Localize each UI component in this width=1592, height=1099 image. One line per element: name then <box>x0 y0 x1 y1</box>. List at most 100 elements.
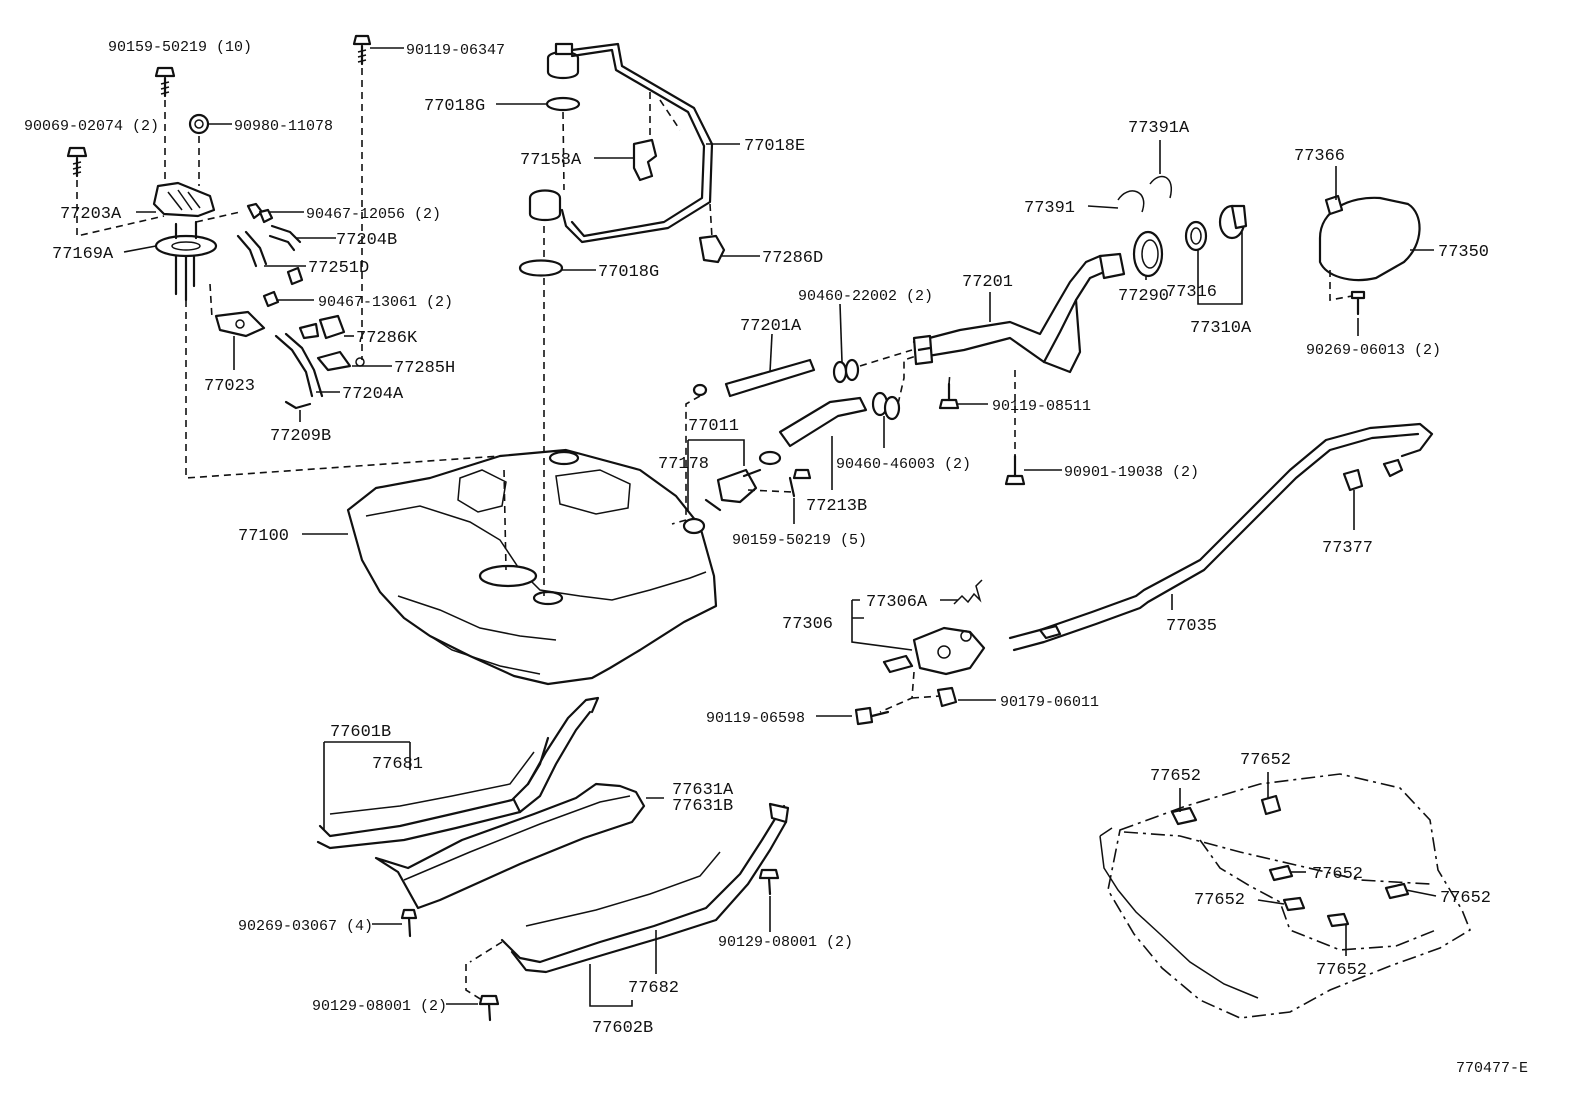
clamp-90460-22002 <box>832 358 860 384</box>
label-90129-08001-left: 90129-08001 (2) <box>312 998 447 1015</box>
label-77158a: 77158A <box>520 151 582 170</box>
label-77286k: 77286K <box>356 329 418 348</box>
fuel-pump-gauge-assembly <box>152 181 218 302</box>
label-77011: 77011 <box>688 417 739 436</box>
label-77602b: 77602B <box>592 1019 653 1038</box>
hose-77251d <box>236 230 268 268</box>
label-77018g-mid: 77018G <box>598 263 659 282</box>
label-90159-50219-10: 90159-50219 (10) <box>108 39 252 56</box>
valve-77011 <box>682 383 782 535</box>
figure-code: 770477-E <box>1456 1060 1528 1077</box>
hose-77204a <box>274 332 324 398</box>
label-77681: 77681 <box>372 755 423 774</box>
leader-lines <box>123 47 1437 1007</box>
valve-upper <box>528 189 562 222</box>
tank-with-pads <box>1099 773 1471 1019</box>
gasket-77018g-mid <box>518 259 564 277</box>
label-77631b: 77631B <box>672 797 733 816</box>
label-77391a: 77391A <box>1128 119 1190 138</box>
fuel-lid-77350 <box>1318 194 1421 282</box>
gasket-77290 <box>1132 230 1164 278</box>
snap-ring-77391 <box>1117 175 1173 213</box>
label-77306a: 77306A <box>866 593 928 612</box>
label-77204b: 77204B <box>336 231 397 250</box>
screw-90269-06013 <box>1350 290 1366 316</box>
label-77286d: 77286D <box>762 249 823 268</box>
label-90460-46003: 90460-46003 (2) <box>836 456 971 473</box>
cap-top <box>546 42 580 80</box>
clip-90179-06011 <box>936 686 958 708</box>
screw-90159 <box>154 66 176 98</box>
label-77201a: 77201A <box>740 317 802 336</box>
label-77377: 77377 <box>1322 539 1373 558</box>
gasket-77018g-top <box>545 96 581 112</box>
label-90179-06011: 90179-06011 <box>1000 694 1099 711</box>
label-77018g-top: 77018G <box>424 97 485 116</box>
hose-77201a <box>724 358 816 398</box>
spring-77306a <box>953 579 983 605</box>
label-77100: 77100 <box>238 527 289 546</box>
bolt-90129-08001-left <box>478 994 500 1022</box>
phantom-links <box>76 68 1353 1001</box>
label-90119-06598: 90119-06598 <box>706 710 805 727</box>
label-77652-d: 77652 <box>1194 891 1245 910</box>
label-90460-22002: 90460-22002 (2) <box>798 288 933 305</box>
clamp-77286d <box>698 234 726 264</box>
bolt-90269-03067 <box>400 908 418 938</box>
filler-pipe-77201 <box>912 252 1126 374</box>
label-90269-03067: 90269-03067 (4) <box>238 918 373 935</box>
label-77023: 77023 <box>204 377 255 396</box>
label-77652-b: 77652 <box>1240 751 1291 770</box>
label-77203a: 77203A <box>60 205 122 224</box>
label-90467-12056: 90467-12056 (2) <box>306 206 441 223</box>
label-77391: 77391 <box>1024 199 1075 218</box>
label-77178: 77178 <box>658 455 709 474</box>
bolt-90119-06598 <box>854 706 890 726</box>
label-77652-c: 77652 <box>1312 865 1363 884</box>
label-77018e: 77018E <box>744 137 805 156</box>
cable-77035 <box>1008 422 1434 640</box>
strap-77601b <box>316 696 600 850</box>
clip-90467-12056 <box>246 202 274 224</box>
label-90901-19038: 90901-19038 (2) <box>1064 464 1199 481</box>
label-77682: 77682 <box>628 979 679 998</box>
fuel-tank-77100 <box>346 448 718 686</box>
label-77285h: 77285H <box>394 359 455 378</box>
protector-77631 <box>374 782 646 910</box>
label-77201: 77201 <box>962 273 1013 292</box>
clip-77158a <box>632 138 658 182</box>
label-77631a: 77631A <box>672 781 734 800</box>
label-90467-13061: 90467-13061 (2) <box>318 294 453 311</box>
label-77601b: 77601B <box>330 723 391 742</box>
label-77035: 77035 <box>1166 617 1217 636</box>
clamp-77286k <box>298 314 346 340</box>
label-90980-11078: 90980-11078 <box>234 118 333 135</box>
clamp-90460-46003 <box>871 391 901 421</box>
label-77366: 77366 <box>1294 147 1345 166</box>
label-77290: 77290 <box>1118 287 1169 306</box>
grommet-77377 <box>1342 458 1404 492</box>
label-77310a: 77310A <box>1190 319 1252 338</box>
fuel-cap-77310a <box>1218 204 1248 240</box>
label-77306: 77306 <box>782 615 833 634</box>
bracket-77023 <box>214 310 266 338</box>
bolt-90129-08001-right <box>758 868 780 896</box>
label-77209b: 77209B <box>270 427 331 446</box>
gasket-77316 <box>1184 220 1208 252</box>
clip-77209b <box>284 400 312 410</box>
protector-77681 <box>329 751 535 815</box>
label-77350: 77350 <box>1438 243 1489 262</box>
label-77652-e: 77652 <box>1440 889 1491 908</box>
hose-77213b <box>778 396 868 448</box>
bolt-90901-19038 <box>1004 454 1026 486</box>
screw-90159-50219-5 <box>788 468 812 498</box>
hose-77204b <box>268 224 302 252</box>
line-art <box>66 34 1471 1022</box>
label-90119-08511: 90119-08511 <box>992 398 1091 415</box>
vent-tube-77018e <box>560 42 714 244</box>
clamp-77285h <box>316 350 365 372</box>
grommet-90980 <box>188 113 210 135</box>
label-90069-02074: 90069-02074 (2) <box>24 118 159 135</box>
label-77316: 77316 <box>1166 283 1217 302</box>
